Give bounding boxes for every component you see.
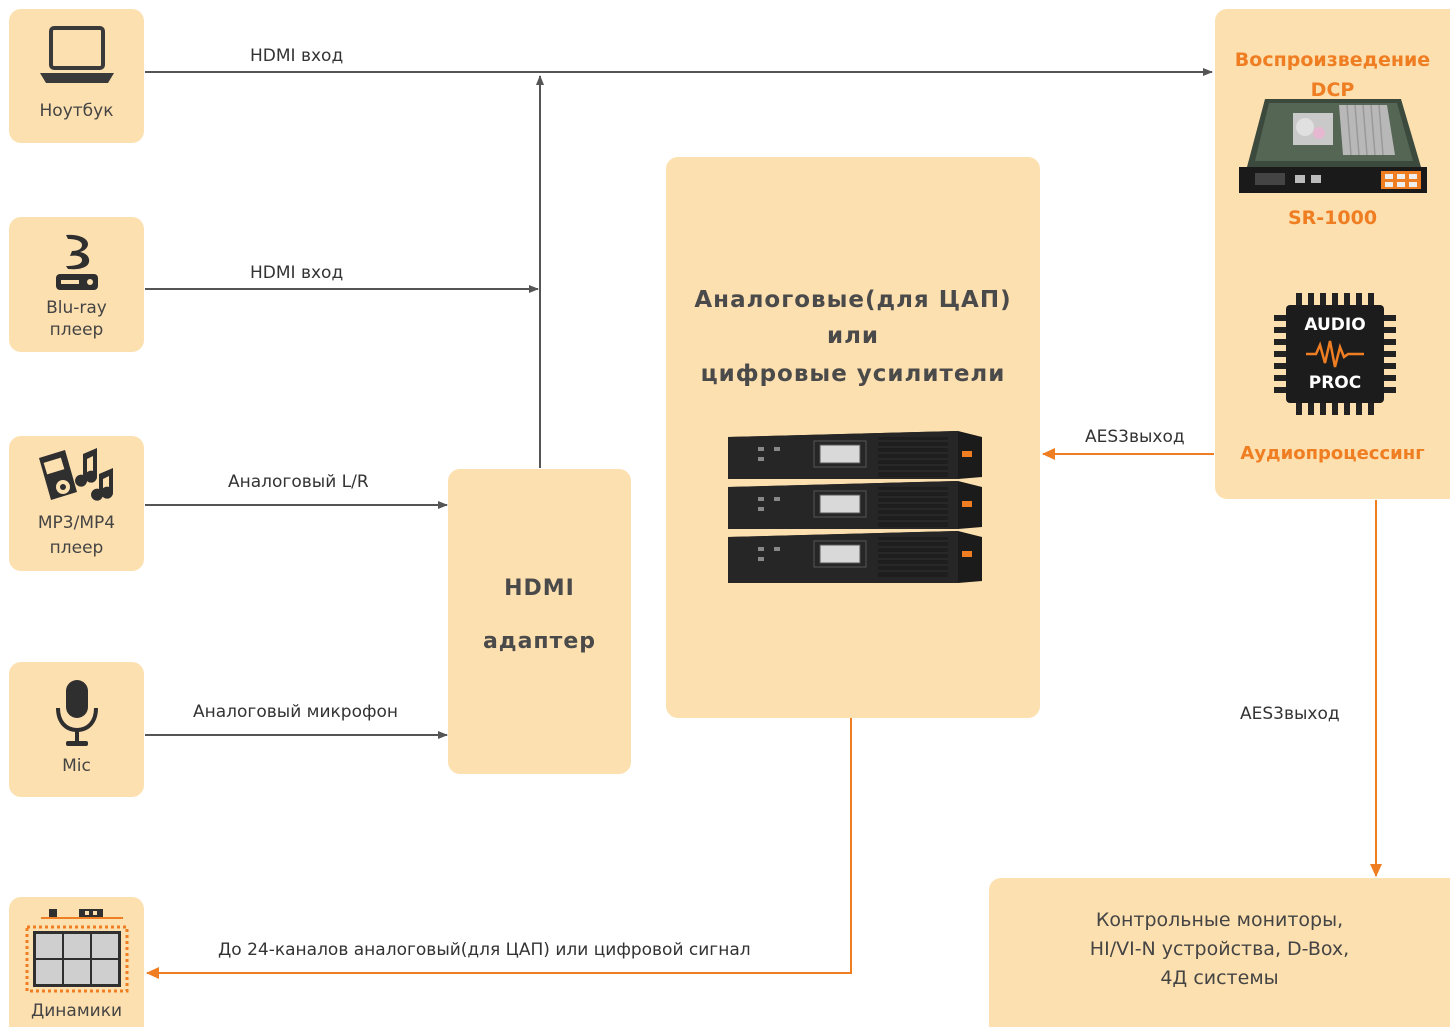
dcp-title-line1: Воспроизведение [1234, 49, 1431, 71]
label-mic-connection: Аналоговый микрофон [193, 702, 399, 722]
label-bluray-connection: HDMI вход [250, 263, 344, 283]
arrow-amps-speakers [146, 718, 852, 979]
dcp-box: Воспроизведение DCP SR-1000 [1215, 9, 1450, 499]
amplifiers-title-line3: цифровые усилители [700, 361, 1006, 387]
chip-top-label: AUDIO [1304, 315, 1366, 335]
monitors-box: Контрольные мониторы, HI/VI-N устройства… [989, 878, 1450, 1027]
laptop-box: Ноутбук [9, 9, 144, 143]
amplifiers-title-line1: Аналоговые(для ЦАП) [694, 287, 1012, 313]
laptop-icon [9, 25, 144, 87]
mp3-label-line1: MP3/MP4 [37, 513, 116, 533]
adapter-title-line2: адаптер [482, 629, 597, 654]
dcp-model-label: SR-1000 [1287, 207, 1378, 229]
bluray-box: Blu-ray плеер [9, 217, 144, 352]
laptop-label: Ноутбук [39, 101, 114, 121]
mic-box: Mic [9, 662, 144, 797]
amplifiers-title-line2: или [826, 323, 880, 349]
mp3-player-box: MP3/MP4 плеер [9, 436, 144, 571]
hdmi-adapter-box: HDMI адаптер [448, 469, 631, 774]
mic-label: Mic [62, 756, 91, 776]
dcp-title-line2: DCP [1310, 79, 1355, 101]
adapter-title-line1: HDMI [504, 576, 575, 601]
sr1000-device-image [1235, 97, 1431, 201]
bluray-icon [9, 232, 144, 292]
amplifier-rack-image [718, 417, 988, 601]
chip-bottom-label: PROC [1308, 373, 1362, 393]
speakers-box: Динамики [9, 897, 144, 1027]
speakers-icon [9, 905, 144, 995]
monitors-line1: Контрольные мониторы, [1095, 909, 1344, 931]
audio-processing-label: Аудиопроцессинг [1240, 443, 1425, 464]
music-player-icon [9, 444, 144, 506]
label-laptop-connection: HDMI вход [250, 46, 344, 66]
mp3-label-line2: плеер [49, 538, 104, 558]
bluray-label-line1: Blu-ray [46, 298, 107, 318]
monitors-line2: HI/VI-N устройства, D-Box, [1089, 938, 1350, 960]
microphone-icon [9, 678, 144, 752]
audio-processor-chip-icon: AUDIO PROC [1272, 291, 1398, 417]
amplifiers-box: Аналоговые(для ЦАП) или цифровые усилите… [666, 157, 1040, 718]
bluray-label-line2: плеер [49, 320, 104, 340]
speakers-label: Динамики [30, 1001, 123, 1021]
label-speakers-connection: До 24-каналов аналоговый(для ЦАП) или ци… [218, 940, 751, 960]
label-mp3-connection: Аналоговый L/R [228, 472, 369, 492]
label-dcp-amps-connection: AES3выход [1085, 427, 1185, 447]
monitors-line3: 4Д системы [1160, 967, 1279, 989]
label-dcp-monitors-connection: AES3выход [1240, 704, 1340, 724]
